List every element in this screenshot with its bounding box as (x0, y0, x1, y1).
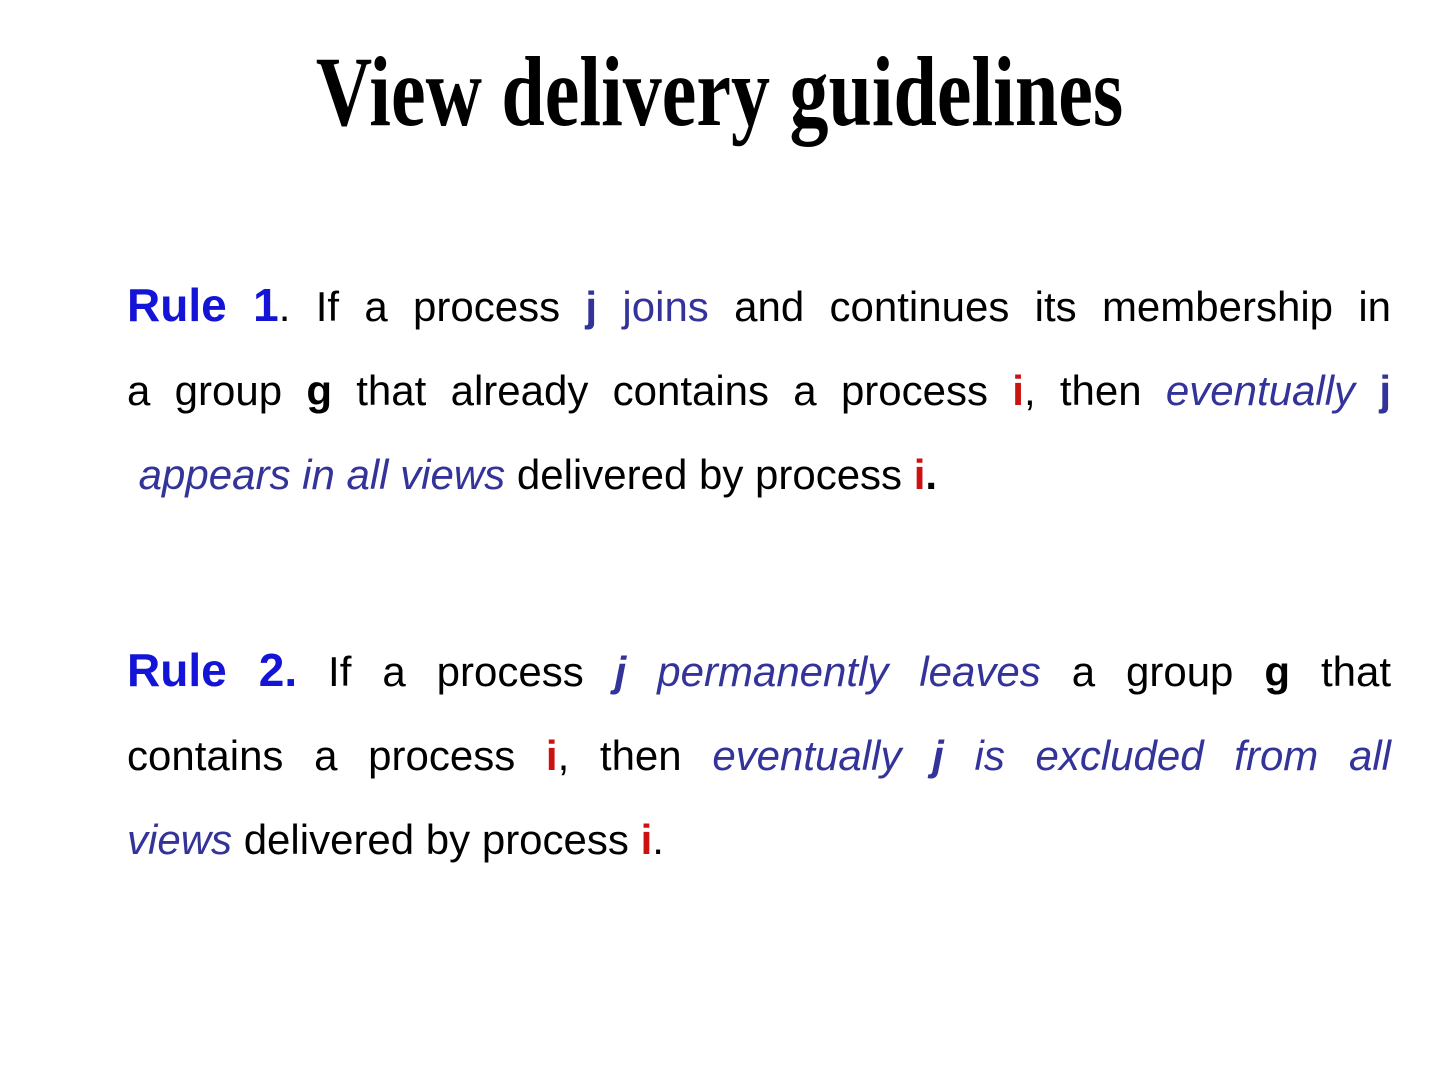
text-run: j (585, 283, 598, 330)
text-run: g (1264, 648, 1291, 695)
text-run: g (306, 367, 332, 414)
text-run: appears in all views (127, 451, 506, 498)
rule-1-line-3: appears in all views delivered by proces… (127, 433, 1391, 517)
text-run: j (932, 732, 944, 779)
title-wrap: View delivery guidelines (0, 42, 1440, 142)
text-run: a group (1040, 648, 1265, 695)
text-run: j (1379, 367, 1391, 414)
rule-2-line-1: Rule 2. If a process j permanently leave… (127, 628, 1391, 714)
rule-1-paragraph: Rule 1. If a process j joins and continu… (127, 263, 1391, 517)
text-run: i (1012, 367, 1024, 414)
text-run: that (1290, 648, 1392, 695)
text-run: If a process (315, 283, 586, 330)
text-run: that already contains a process (331, 367, 1013, 414)
text-run: permanently leaves (657, 648, 1041, 695)
text-run: Rule 1 (127, 279, 279, 331)
text-run (1355, 367, 1379, 414)
rule-2-line-2: contains a process i, then eventually j … (127, 714, 1391, 798)
rule-1-line-1: Rule 1. If a process j joins and continu… (127, 263, 1391, 349)
rule-2-line-3: views delivered by process i. (127, 798, 1391, 882)
text-run: contains a process (127, 732, 546, 779)
text-run: eventually (712, 732, 933, 779)
text-run: . (278, 283, 316, 330)
text-run: and continues its membership in (708, 283, 1392, 330)
text-run: , then (1023, 367, 1166, 414)
text-run: Rule 2. (127, 644, 298, 696)
text-run: . (925, 451, 938, 498)
text-run: is excluded from all (943, 732, 1391, 779)
text-run: i (640, 816, 653, 863)
text-run: views (127, 816, 233, 863)
text-run: joins (622, 283, 709, 330)
text-run: . (652, 816, 664, 863)
text-run: i (545, 732, 558, 779)
text-run (597, 283, 622, 330)
rule-1-line-2: a group g that already contains a proces… (127, 349, 1391, 433)
text-run: delivered by process (505, 451, 914, 498)
text-run (626, 648, 657, 695)
text-run: j (614, 648, 627, 695)
rule-2-paragraph: Rule 2. If a process j permanently leave… (127, 628, 1391, 882)
text-run: delivered by process (232, 816, 641, 863)
text-run: i (913, 451, 926, 498)
text-run: , then (557, 732, 713, 779)
slide-title: View delivery guidelines (316, 36, 1124, 147)
text-run: If a process (297, 648, 615, 695)
text-run: eventually (1165, 367, 1356, 414)
text-run: a group (127, 367, 307, 414)
